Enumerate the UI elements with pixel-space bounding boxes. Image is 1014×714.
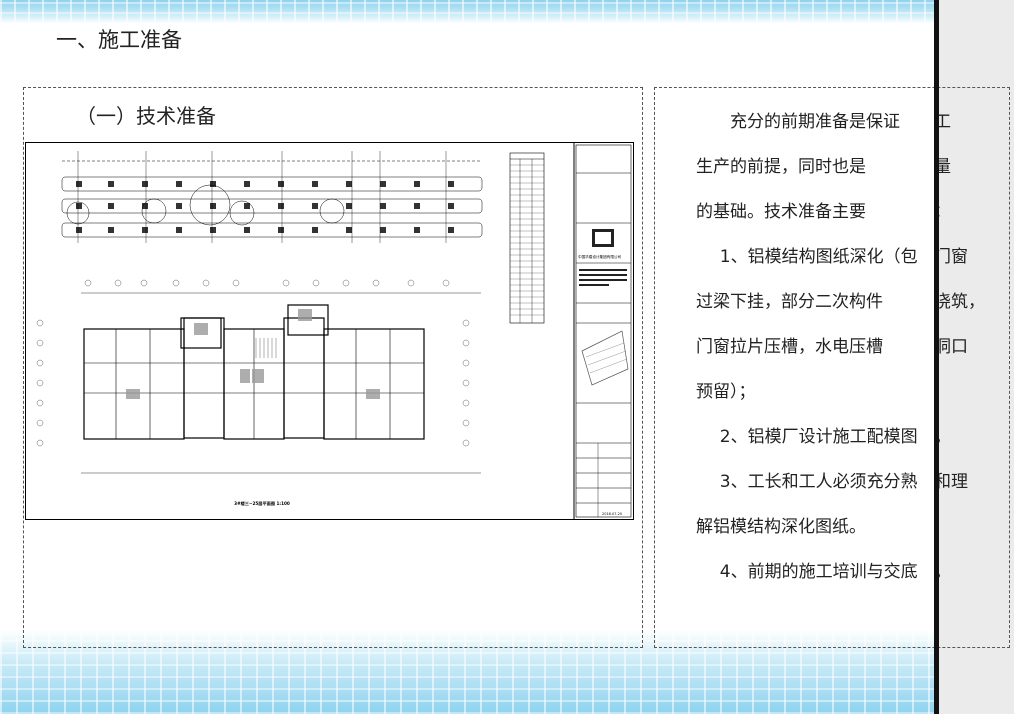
overflow-line: 量 xyxy=(934,157,951,177)
right-grey-strip xyxy=(938,0,1014,714)
item-1-line-3: 门窗拉片压槽，水电压槽 xyxy=(696,337,883,357)
floor-plan-svg: 中国华建设计集团有限公司 2016.07.20 xyxy=(36,143,632,519)
section-title: 一、施工准备 xyxy=(56,28,182,52)
item-4: 4、前期的施工培训与交底 xyxy=(719,562,918,582)
bottom-decorative-band xyxy=(0,630,1014,714)
item-1-line-2: 过梁下挂，部分二次构件 xyxy=(696,292,883,312)
right-content-box xyxy=(654,87,1010,648)
item-3-line-1: 3、工长和工人必须充分熟 xyxy=(719,472,918,492)
overflow-line xyxy=(934,505,1014,550)
item-1-line-1: 1、铝模结构图纸深化（包 xyxy=(719,247,918,267)
overflow-line: 。 xyxy=(934,427,951,447)
left-content-box xyxy=(23,87,643,648)
right-black-bar xyxy=(934,0,939,714)
subsection-title: （一）技术准备 xyxy=(76,104,216,128)
intro-line-2: 生产的前提，同时也是 xyxy=(696,157,866,177)
overflow-line: ： xyxy=(934,202,951,222)
drawing-caption: 3#楼三~25层平面图 1:100 xyxy=(234,500,290,507)
floor-plan-drawing: 中国华建设计集团有限公司 2016.07.20 xyxy=(25,142,634,520)
body-text: 充分的前期准备是保证 生产的前提，同时也是 的基础。技术准备主要 1、铝模结构图… xyxy=(696,100,932,595)
overflow-line: 洞口 xyxy=(934,337,968,357)
top-decorative-band xyxy=(0,0,1014,24)
overflow-line: 门窗 xyxy=(934,247,968,267)
item-3-line-2: 解铝模结构深化图纸。 xyxy=(696,517,866,537)
overflow-line: 。 xyxy=(934,562,951,582)
overflow-text-column: 工 量 ： 门窗 浇筑， 洞口 。 和理 。 xyxy=(934,100,1014,595)
title-block-date: 2016.07.20 xyxy=(602,512,622,516)
item-1-line-4: 预留）； xyxy=(696,382,756,402)
item-2: 2、铝模厂设计施工配模图 xyxy=(719,427,918,447)
title-block-company: 中国华建设计集团有限公司 xyxy=(578,254,622,259)
overflow-line: 和理 xyxy=(934,472,968,492)
intro-line-1: 充分的前期准备是保证 xyxy=(730,112,900,132)
overflow-line: 工 xyxy=(934,112,951,132)
overflow-line xyxy=(934,370,1014,415)
overflow-line: 浇筑， xyxy=(934,292,985,312)
intro-line-3: 的基础。技术准备主要 xyxy=(696,202,866,222)
